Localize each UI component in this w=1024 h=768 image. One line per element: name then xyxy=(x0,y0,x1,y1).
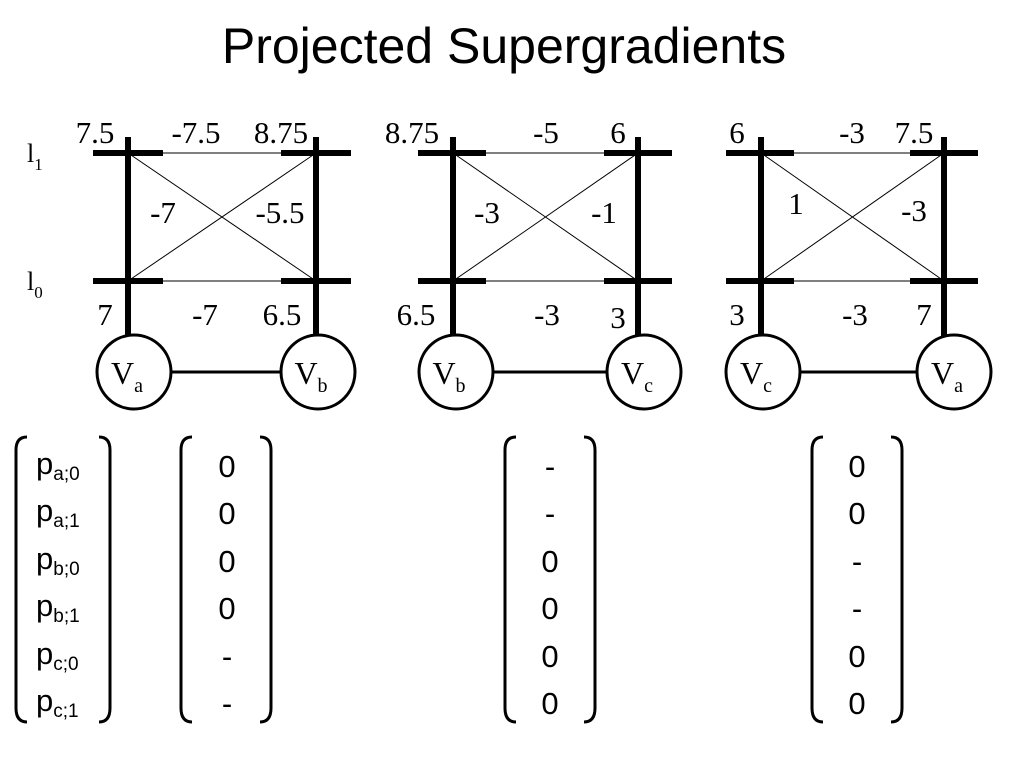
vector-2-entry-6: 0 xyxy=(541,686,558,721)
label-vector: pa;0 pa;1 pb;0 pb;1 pc;0 pc;1 xyxy=(14,435,112,724)
vector-2-entry-1: - xyxy=(545,449,555,484)
vector-label-pa1: pa;1 xyxy=(36,493,80,532)
panel-1-node-left xyxy=(95,333,173,411)
panel-3-diag-right-value: -3 xyxy=(901,193,927,228)
vector-label-pc1: pc;1 xyxy=(36,683,79,722)
panel-3-node-left xyxy=(724,333,802,411)
vector-1: 0 0 0 0 - - xyxy=(179,435,273,724)
vector-label-pb1: pb;1 xyxy=(36,588,80,627)
panel-1-top-right-value: 8.75 xyxy=(254,115,308,150)
vector-1-entry-5: - xyxy=(222,639,232,674)
panel-1-top-mid-value: -7.5 xyxy=(171,115,220,150)
vector-3-entry-2: 0 xyxy=(848,496,865,531)
panel-3-top-mid-value: -3 xyxy=(839,115,865,150)
vector-3-entry-6: 0 xyxy=(848,686,865,721)
panel-3-node-right-label: Va xyxy=(931,355,963,397)
panel-1-node-left-label: Va xyxy=(111,355,143,397)
panel-1: Va Vb 7.5 -7.5 8.75 -7 -5.5 7 -7 6.5 xyxy=(76,115,357,411)
vector-1-entry-3: 0 xyxy=(218,544,235,579)
panel-1-bot-mid-value: -7 xyxy=(192,297,218,332)
label-vector-right-bracket xyxy=(98,435,112,724)
panel-3: Vc Va 6 -3 7.5 1 -3 3 -3 7 xyxy=(724,115,993,411)
panel-3-top-left-value: 6 xyxy=(729,115,745,150)
vector-3-entry-1: 0 xyxy=(848,449,865,484)
panel-2-node-left-label: Vb xyxy=(432,355,465,397)
panel-3-node-left-label: Vc xyxy=(740,355,772,397)
vector-2-left-bracket xyxy=(503,435,517,724)
panel-2-node-right-label: Vc xyxy=(621,355,653,397)
panel-2-edge-diag-up xyxy=(452,152,639,282)
panel-1-edge-diag-up xyxy=(127,152,317,282)
panel-2-top-mid-value: -5 xyxy=(533,115,559,150)
panel-2-bot-right-value: 3 xyxy=(610,300,626,335)
panel-1-bot-left-value: 7 xyxy=(97,297,113,332)
panel-2-bot-left-value: 6.5 xyxy=(397,297,436,332)
vector-1-entry-4: 0 xyxy=(218,591,235,626)
vector-1-entry-2: 0 xyxy=(218,496,235,531)
panel-1-diag-right-value: -5.5 xyxy=(255,195,304,230)
vector-1-right-bracket xyxy=(259,435,273,724)
panel-3-bot-right-value: 7 xyxy=(916,297,932,332)
slide-title: Projected Supergradients xyxy=(222,18,786,74)
panel-2-top-right-value: 6 xyxy=(610,115,626,150)
panel-1-bot-right-value: 6.5 xyxy=(263,297,302,332)
vector-label-pa0: pa;0 xyxy=(36,446,80,485)
label-vector-left-bracket xyxy=(14,435,28,724)
vector-3-entry-3: - xyxy=(852,544,862,579)
panel-3-node-right xyxy=(915,333,993,411)
panel-3-bot-left-value: 3 xyxy=(729,297,745,332)
vector-2-entry-4: 0 xyxy=(541,591,558,626)
panel-2-node-left xyxy=(417,333,495,411)
vector-1-left-bracket xyxy=(179,435,193,724)
panel-2-node-right xyxy=(605,333,683,411)
panel-2-bot-mid-value: -3 xyxy=(534,297,560,332)
panel-3-bot-mid-value: -3 xyxy=(842,297,868,332)
panel-2: Vb Vc 8.75 -5 6 -3 -1 6.5 -3 3 xyxy=(385,115,683,411)
vector-label-pb0: pb;0 xyxy=(36,541,80,580)
vector-3: 0 0 - - 0 0 xyxy=(810,435,904,724)
vector-2-entry-3: 0 xyxy=(541,544,558,579)
vector-2-entry-2: - xyxy=(545,496,555,531)
panel-3-diag-left-value: 1 xyxy=(788,186,804,221)
label-l1: l1 xyxy=(27,139,43,174)
vector-2-right-bracket xyxy=(583,435,597,724)
vector-3-right-bracket xyxy=(890,435,904,724)
vector-2-entry-5: 0 xyxy=(541,639,558,674)
vector-3-left-bracket xyxy=(810,435,824,724)
panel-2-diag-right-value: -1 xyxy=(591,195,617,230)
vector-1-entry-1: 0 xyxy=(218,449,235,484)
vector-1-entry-6: - xyxy=(222,686,232,721)
vector-3-entry-5: 0 xyxy=(848,639,865,674)
panel-3-edge-diag-up xyxy=(760,152,945,282)
panel-2-top-left-value: 8.75 xyxy=(385,115,439,150)
vector-label-pc0: pc;0 xyxy=(36,636,79,675)
label-l0: l0 xyxy=(27,267,43,302)
vector-2: - - 0 0 0 0 xyxy=(503,435,597,724)
panel-3-top-right-value: 7.5 xyxy=(895,115,934,150)
panel-2-diag-left-value: -3 xyxy=(474,195,500,230)
panel-1-node-right xyxy=(279,333,357,411)
vector-3-entry-4: - xyxy=(852,591,862,626)
panel-1-diag-left-value: -7 xyxy=(150,195,176,230)
panel-1-node-right-label: Vb xyxy=(294,355,327,397)
panel-1-top-left-value: 7.5 xyxy=(76,115,115,150)
